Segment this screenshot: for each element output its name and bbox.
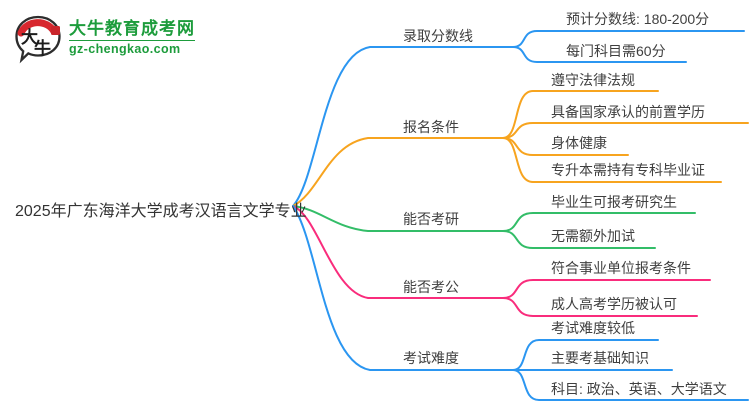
branch-2-child-1-line [502,90,659,139]
branch-3-child-1-line [502,212,696,232]
branch-5-child-3: 科目: 政治、英语、大学语文 [551,381,727,397]
site-name: 大牛教育成考网 [69,18,195,38]
branch-3-trunk-line [292,205,504,232]
site-url: gz-chengkao.com [69,42,181,57]
branch-5-child-2: 主要考基础知识 [551,350,649,366]
branch-5-trunk-line [292,205,514,371]
branch-5-child-3-line [512,369,749,401]
branch-4-child-2-line [502,297,698,317]
red-seal [51,26,60,35]
branch-2-label: 报名条件 [403,119,459,135]
branch-5-label: 考试难度 [403,350,459,366]
branch-1-child-1: 预计分数线: 180-200分 [566,11,710,27]
logo-divider [69,40,195,42]
branch-1-trunk-line [292,46,514,207]
branch-2-child-3: 身体健康 [551,135,607,151]
branch-3-label: 能否考研 [403,211,459,227]
branch-3-child-1: 毕业生可报考研究生 [551,194,677,210]
branch-2-child-1: 遵守法律法规 [551,72,635,88]
branch-5-child-1-line [512,339,659,371]
branch-2-child-4: 专升本需持有专科毕业证 [551,162,705,178]
branch-4-label: 能否考公 [403,279,459,295]
branch-4-child-1-line [502,279,711,299]
branch-2-child-4-line [502,137,722,183]
branch-2-child-2-line [502,122,749,139]
branch-3-child-2-line [502,230,656,249]
branch-2-child-2: 具备国家承认的前置学历 [551,104,705,120]
branch-4-child-2: 成人高考学历被认可 [551,296,677,312]
logo-char-1: 大 [21,27,38,47]
branch-5-child-1: 考试难度较低 [551,320,635,336]
site-logo-text: 大牛教育成考网 gz-chengkao.com [69,18,195,57]
speech-bubble-icon: 大 牛 [15,15,61,64]
branch-4-trunk-line [292,205,504,299]
branch-4-child-1: 符合事业单位报考条件 [551,260,691,276]
branch-1-label: 录取分数线 [403,28,473,44]
branch-3-child-2: 无需额外加试 [551,228,635,244]
site-logo: 大 牛 大牛教育成考网 gz-chengkao.com [13,10,195,65]
branch-1-child-2: 每门科目需60分 [566,43,666,59]
central-topic: 2025年广东海洋大学成考汉语言文学专业 [15,203,307,220]
branch-1-child-2-line [512,46,687,63]
branch-2-trunk-line [292,137,504,207]
logo-char-2: 牛 [34,38,51,58]
